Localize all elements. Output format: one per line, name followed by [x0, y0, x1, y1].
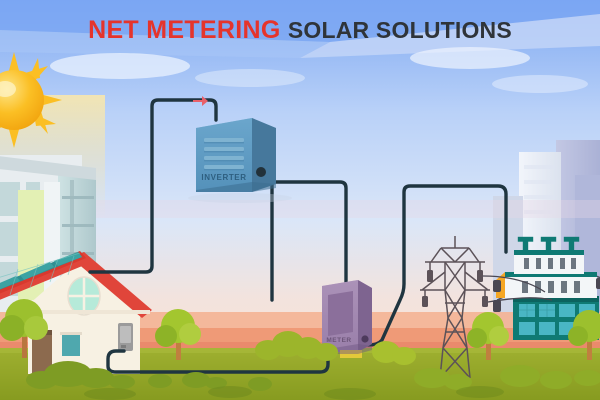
- headline-highlight: NET METERING: [88, 16, 281, 44]
- inverter-unit: [188, 118, 292, 203]
- bush-cluster-a: [255, 331, 338, 361]
- headline-rest: SOLAR SOLUTIONS: [287, 17, 512, 43]
- inverter-vents: [204, 138, 244, 169]
- tree-mid: [155, 309, 201, 360]
- bush-row-front: [26, 361, 272, 391]
- tree-far-right: [568, 310, 600, 360]
- cable-meter-out: [366, 184, 508, 347]
- bush-cluster-b: [372, 341, 416, 365]
- cable-house-to-meter: [106, 349, 330, 374]
- house: [0, 251, 152, 374]
- headline: NET METERING SOLAR SOLUTIONS: [0, 18, 600, 43]
- meter-label: METER: [326, 337, 352, 344]
- cable-meter-to-grid: [270, 180, 348, 288]
- meter-unit: [322, 280, 372, 358]
- tree-right: [467, 312, 509, 360]
- vegetation: [0, 299, 600, 400]
- inverter-label: INVERTER: [201, 173, 247, 182]
- bush-row-right: [414, 365, 600, 390]
- house-electrical-panel: [118, 323, 133, 351]
- cable-panels-to-inverter: [88, 98, 218, 274]
- cable-flow-marker: [193, 96, 208, 106]
- tree-left: [0, 299, 48, 358]
- grass-tufts: [84, 386, 504, 400]
- solar-panels: [0, 251, 86, 296]
